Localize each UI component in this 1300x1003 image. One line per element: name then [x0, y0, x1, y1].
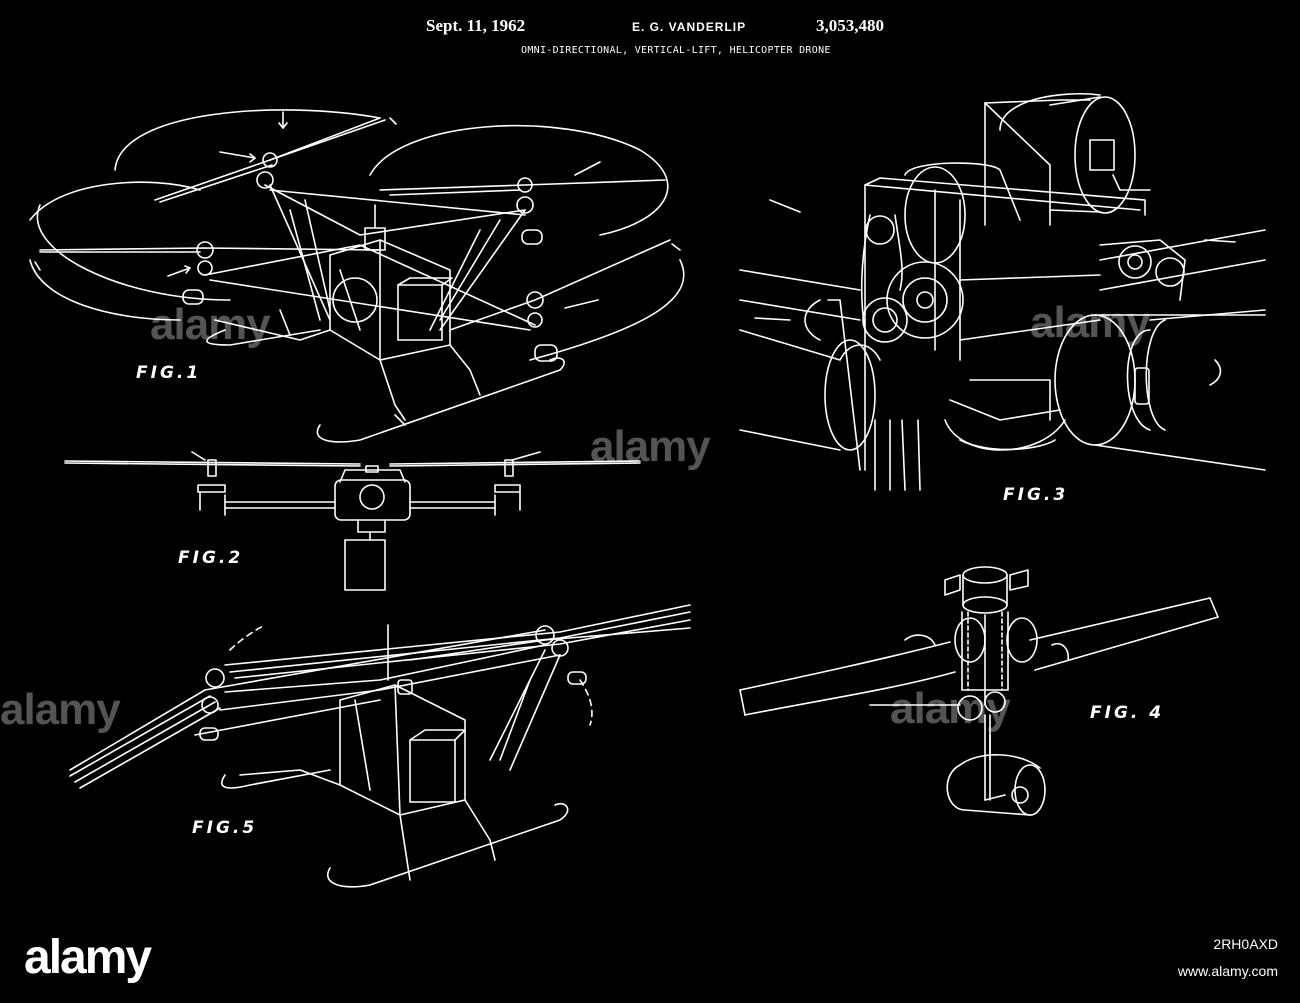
watermark-overlay: alamy	[1030, 298, 1150, 348]
watermark-overlay: alamy	[150, 300, 270, 350]
watermark-overlay: alamy	[590, 422, 710, 472]
fig3-drawing	[740, 94, 1265, 490]
fig1-drawing	[30, 110, 684, 442]
watermark-overlay: alamy	[0, 685, 120, 735]
fig2-label: FIG.2	[178, 548, 243, 568]
site-url: www.alamy.com	[1178, 963, 1278, 979]
fig5-label: FIG.5	[192, 818, 257, 838]
fig5-drawing	[70, 605, 690, 887]
fig4-label: FIG. 4	[1090, 703, 1164, 723]
fig3-label: FIG.3	[1003, 485, 1068, 505]
image-id: 2RH0AXD	[1213, 936, 1278, 952]
fig2-drawing	[65, 452, 640, 590]
watermark-overlay: alamy	[890, 684, 1010, 734]
alamy-logo: alamy	[24, 930, 150, 985]
fig1-label: FIG.1	[136, 363, 201, 383]
